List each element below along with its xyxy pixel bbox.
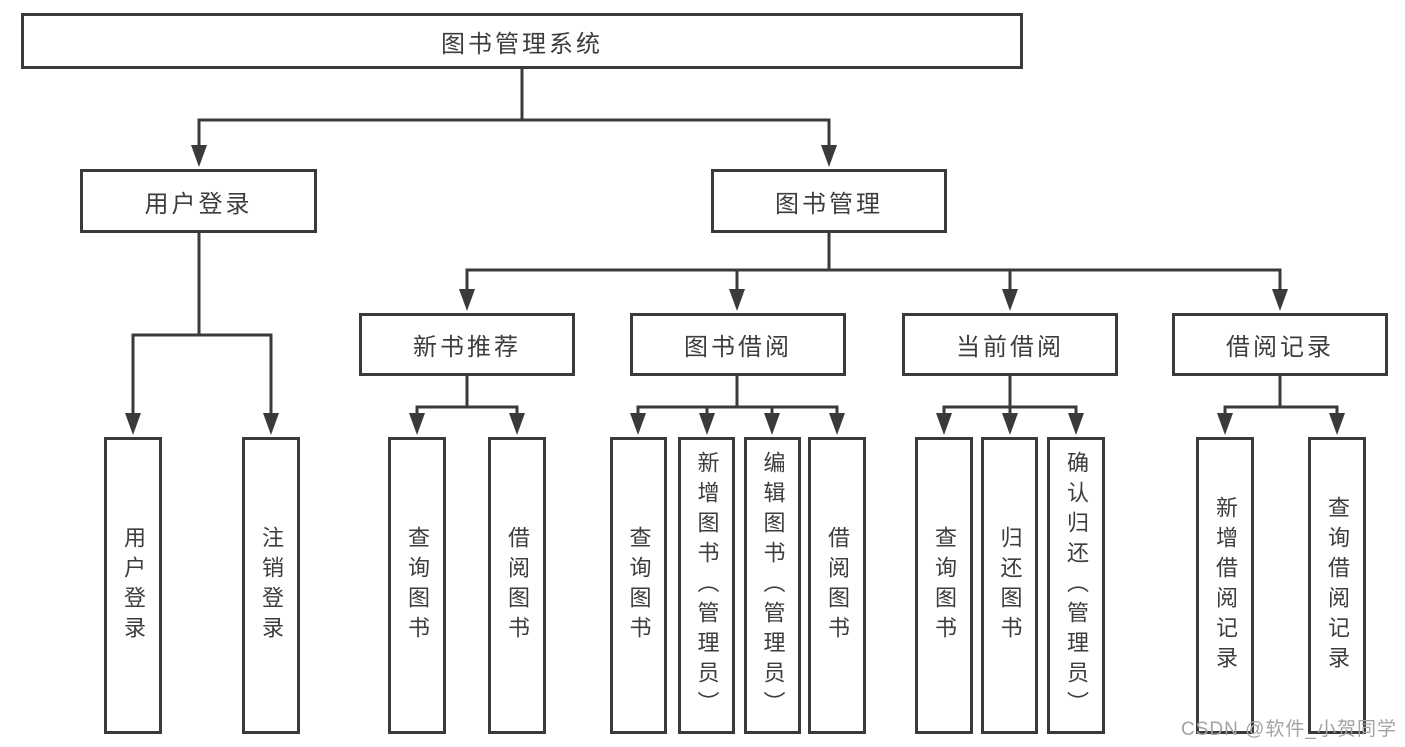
connector-new-book-recommend-to-leaves — [415, 376, 519, 417]
node-user-login: 用户登录 — [80, 169, 317, 233]
leaf-borrow-books-recommend: 借阅图书 — [488, 437, 546, 734]
node-book-management: 图书管理 — [711, 169, 947, 233]
arrowheads-borrowing-records-leaves — [1217, 413, 1345, 435]
arrowheads-new-book-recommend-leaves — [409, 413, 525, 435]
arrowheads-level3 — [459, 289, 1288, 311]
node-current-borrowing: 当前借阅 — [902, 313, 1118, 376]
node-book-borrowing: 图书借阅 — [630, 313, 846, 376]
connector-root-to-level2 — [197, 69, 831, 150]
leaf-query-borrow-record: 查询借阅记录 — [1308, 437, 1366, 734]
leaf-user-login: 用户登录 — [104, 437, 162, 734]
leaf-query-books-borrowing: 查询图书 — [610, 437, 667, 734]
leaf-logout: 注销登录 — [242, 437, 300, 734]
leaf-return-books: 归还图书 — [981, 437, 1038, 734]
arrowheads-book-borrowing-leaves — [630, 413, 845, 435]
arrowheads-current-borrowing-leaves — [936, 413, 1084, 435]
leaf-query-books-recommend: 查询图书 — [388, 437, 446, 734]
arrowheads-user-login-leaves — [125, 413, 279, 435]
leaf-query-books-current: 查询图书 — [915, 437, 973, 734]
node-library-system: 图书管理系统 — [21, 13, 1023, 69]
node-borrowing-records: 借阅记录 — [1172, 313, 1388, 376]
leaf-edit-books-admin: 编辑图书（管理员） — [744, 437, 801, 734]
leaf-add-borrow-record: 新增借阅记录 — [1196, 437, 1254, 734]
leaf-borrow-books-borrowing: 借阅图书 — [808, 437, 866, 734]
leaf-confirm-return-admin: 确认归还（管理员） — [1047, 437, 1105, 734]
connector-current-borrowing-to-leaves — [942, 376, 1078, 417]
connector-book-borrowing-to-leaves — [636, 376, 839, 417]
leaf-add-books-admin: 新增图书（管理员） — [678, 437, 735, 734]
connector-borrowing-records-to-leaves — [1223, 376, 1339, 417]
node-new-book-recommend: 新书推荐 — [359, 313, 575, 376]
watermark: CSDN @软件_小贺同学 — [1181, 719, 1397, 740]
arrowheads-level2 — [191, 145, 837, 167]
connector-book-management-to-level3 — [465, 233, 1282, 293]
connector-user-login-to-leaves — [131, 233, 273, 417]
